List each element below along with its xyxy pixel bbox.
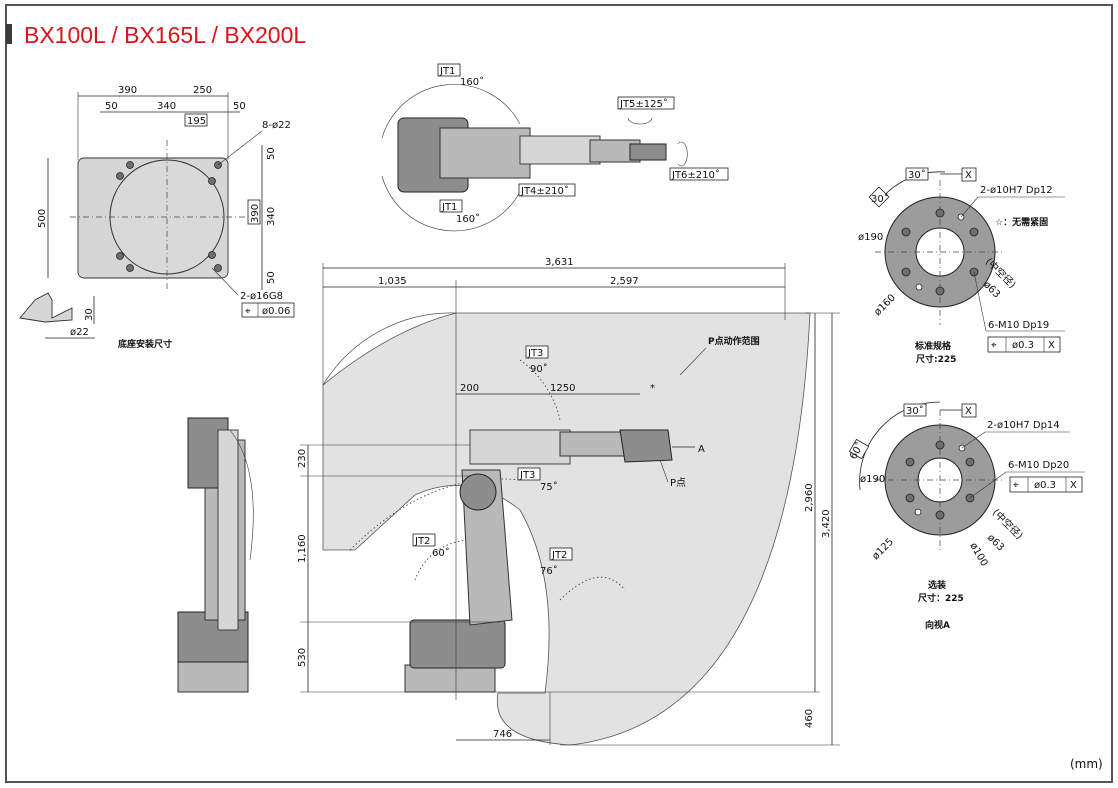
dim-2960: 2,960: [804, 483, 815, 512]
flange-std-caption-2: 尺寸:225: [916, 353, 956, 365]
flange-std-d190: ø190: [858, 232, 883, 243]
pin-callout: 2-ø16G8: [240, 291, 283, 302]
top-jt1-label: JT1: [439, 66, 455, 77]
dim-50-lower: 50: [266, 271, 277, 284]
view-a-arrow-label: A: [698, 444, 705, 455]
jt4-range: JT4±210˚: [520, 185, 569, 197]
flange-optional: 60˚ 30˚ X 2-ø10H7 Dp14 6-M10 Dp20 ⌖ ø0.3…: [847, 401, 1085, 631]
flange-std-datum: X: [965, 170, 972, 181]
flange-opt-d125: ø125: [870, 537, 896, 563]
jt3-top-degree: 90˚: [530, 363, 548, 375]
top-jt1-degree: 160˚: [460, 76, 484, 88]
pin-tolerance-symbol: ⌖: [245, 306, 251, 317]
jt6-range: JT6±210˚: [671, 169, 720, 181]
flange-std-tol-symbol: ⌖: [991, 340, 997, 351]
dim-390-side: 390: [250, 204, 261, 223]
base-hole-detail: [19, 292, 73, 323]
dim-2597: 2,597: [610, 276, 639, 287]
flange-opt-tol-datum: X: [1070, 480, 1077, 491]
title-marker: [6, 24, 12, 44]
jt2-right-degree: 76˚: [540, 565, 558, 577]
flange-opt-caption-2: 尺寸：225: [918, 592, 964, 604]
base-caption: 底座安装尺寸: [118, 338, 172, 350]
bottom-jt1-label: JT1: [441, 202, 457, 213]
dim-195: 195: [187, 116, 206, 127]
dim-3420: 3,420: [821, 509, 832, 538]
flange-opt-d190: ø190: [860, 474, 885, 485]
dim-1160: 1,160: [297, 534, 308, 563]
flange-opt-tapped: 6-M10 Dp20: [1008, 460, 1069, 471]
dim-390-top: 390: [118, 85, 137, 96]
flange-standard: 30˚ 30˚ X 2-ø10H7 Dp12 ☆：无需紧固 ø190 ø160 …: [858, 167, 1065, 365]
drawing-frame: [5, 4, 1113, 783]
flange-opt-caption-1: 选装: [928, 579, 947, 591]
dim-250: 250: [193, 85, 212, 96]
flange-opt-pin-holes: 2-ø10H7 Dp14: [987, 420, 1060, 431]
flange-opt-d100: ø100: [967, 541, 989, 568]
flange-std-pin-holes: 2-ø10H7 Dp12: [980, 185, 1053, 196]
flange-std-caption-1: 标准规格: [914, 340, 952, 352]
dim-1250: 1250: [550, 383, 575, 394]
p-point-label: P点: [670, 477, 686, 489]
dim-500: 500: [37, 209, 48, 228]
jt3-mid-degree: 75˚: [540, 481, 558, 493]
dim-50-left: 50: [105, 101, 118, 112]
dim-230: 230: [297, 449, 308, 468]
drawing-title: BX100L / BX165L / BX200L: [24, 22, 306, 48]
side-view-main: 3,631 1,035 2,597 P点动作范围 200 1250 * A P点…: [297, 257, 840, 746]
jt2-left-degree: 60˚: [432, 547, 450, 559]
dim-530: 530: [297, 648, 308, 667]
dim-1035: 1,035: [378, 276, 407, 287]
flange-std-tol-value: ø0.3: [1012, 340, 1034, 351]
dim-50-upper: 50: [266, 147, 277, 160]
side-view-front: [177, 417, 254, 693]
p-range-label: P点动作范围: [708, 335, 760, 347]
flange-opt-angle-2: 30˚: [906, 405, 924, 417]
base-mounting-view: 390 250 50 340 50 195 8-ø22 500 50 340 3…: [19, 85, 295, 350]
flange-std-tapped: 6-M10 Dp19: [988, 320, 1049, 331]
jt2-right-label: JT2: [551, 550, 567, 561]
p-point-work-envelope: [322, 312, 811, 746]
dim-340-top: 340: [157, 101, 176, 112]
dim-460: 460: [804, 709, 815, 728]
detail-dim-22: ø22: [70, 327, 89, 338]
jt3-mid-label: JT3: [519, 470, 535, 481]
flange-opt-tol-symbol: ⌖: [1013, 480, 1019, 491]
flange-std-d160: ø160: [872, 293, 898, 319]
jt2-left-label: JT2: [414, 536, 430, 547]
jt5-range: JT5±125˚: [619, 98, 668, 110]
flange-std-angle-2: 30˚: [908, 169, 926, 181]
dim-200: 200: [460, 383, 479, 394]
flange-std-star-note: ☆：无需紧固: [995, 216, 1048, 228]
flange-opt-datum: X: [965, 406, 972, 417]
bottom-jt1-degree: 160˚: [456, 213, 480, 225]
flange-opt-tol-value: ø0.3: [1034, 480, 1056, 491]
flange-opt-bore: ø63: [985, 532, 1006, 553]
wrist-star-mark: *: [650, 383, 655, 394]
flange-std-angle-1: 30˚: [871, 193, 889, 205]
flange-opt-caption-3: 向视A: [925, 619, 950, 631]
dim-340-side: 340: [266, 207, 277, 226]
pin-tolerance-value: ø0.06: [262, 306, 290, 317]
dim-50-right: 50: [233, 101, 246, 112]
dim-746: 746: [493, 729, 512, 740]
jt3-top-label: JT3: [527, 348, 543, 359]
detail-dim-30: 30: [84, 308, 95, 321]
unit-label: (mm): [1070, 757, 1103, 771]
flange-std-tol-datum: X: [1048, 340, 1055, 351]
top-view: JT1 160˚ JT1 160˚ JT4±210˚ JT5±125˚ JT6±…: [381, 63, 729, 232]
base-hole-callout: 8-ø22: [262, 120, 291, 131]
dim-3631: 3,631: [545, 257, 574, 268]
